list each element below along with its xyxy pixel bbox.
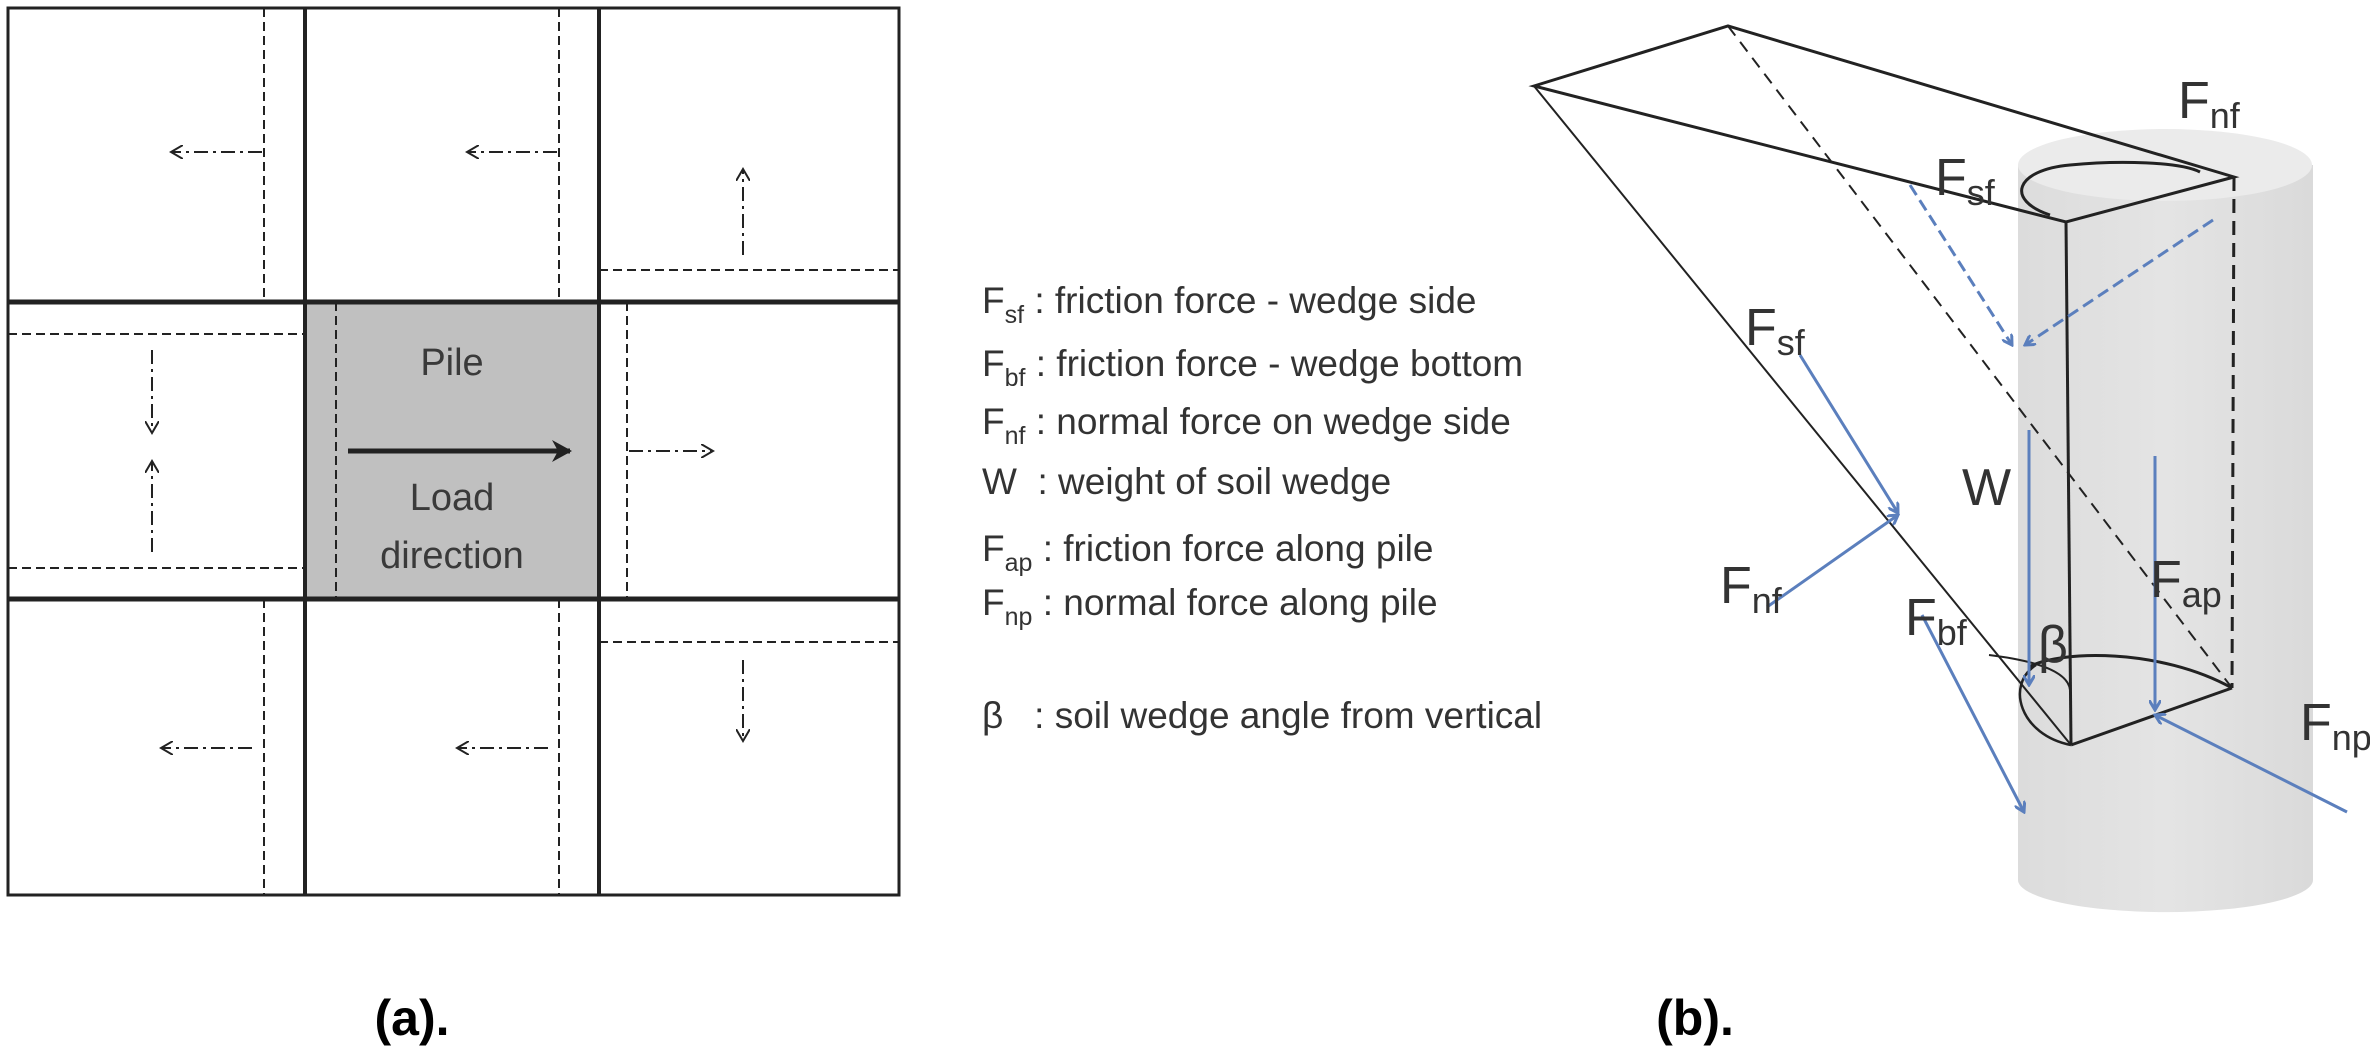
force-label-fap: Fap — [2150, 551, 2222, 615]
load-label: Load — [410, 477, 495, 519]
force-arrows — [1766, 184, 2348, 814]
pile-cylinder — [2018, 129, 2313, 913]
legend-item: Fsf : friction force - wedge side — [982, 280, 1476, 329]
panel-a-grid: Pile Load direction — [6, 6, 901, 897]
arrow-fnp — [2155, 715, 2348, 814]
legend-item: Fnf : normal force on wedge side — [982, 401, 1511, 450]
arrow-fnf-top — [2025, 218, 2214, 345]
arrow-fbf — [1920, 614, 2024, 812]
arrow-fsf-left — [1798, 354, 1898, 513]
legend-item: Fnp : normal force along pile — [982, 582, 1438, 631]
legend-item: Fap : friction force along pile — [982, 528, 1433, 577]
force-label-fnf-top: Fnf — [2178, 72, 2241, 136]
force-label-beta: β — [2038, 616, 2068, 674]
force-label-fsf-left: Fsf — [1745, 299, 1806, 363]
force-label-fbf: Fbf — [1905, 589, 1968, 653]
caption-a: (a). — [375, 990, 450, 1046]
arrow-fnf-left — [1766, 515, 1898, 609]
force-label-fnp: Fnp — [2300, 694, 2370, 758]
grid-outline — [6, 6, 901, 897]
legend-item: β : soil wedge angle from vertical — [982, 695, 1542, 736]
caption-b: (b). — [1656, 990, 1734, 1046]
legend-item: W : weight of soil wedge — [982, 461, 1391, 502]
force-label-w: W — [1962, 459, 2011, 517]
pile-label: Pile — [420, 342, 483, 384]
legend-item: Fbf : friction force - wedge bottom — [982, 343, 1523, 392]
force-label-fsf-top: Fsf — [1935, 149, 1996, 213]
force-label-fnf-left: Fnf — [1720, 557, 1783, 621]
direction-label: direction — [380, 535, 524, 577]
arrow-fsf-top — [1908, 184, 2012, 345]
